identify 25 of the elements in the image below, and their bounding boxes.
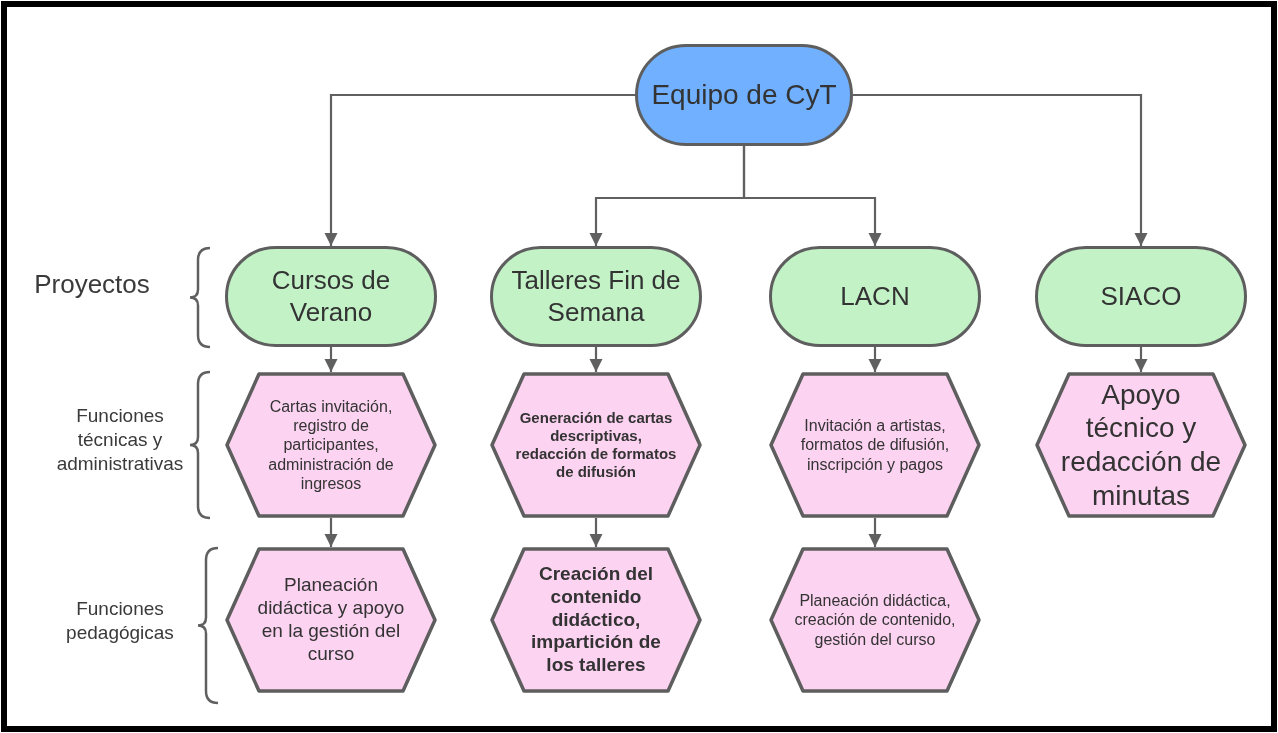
root-node: Equipo de CyT [635, 44, 853, 146]
row-label: Funciones técnicas y administrativas [55, 404, 185, 476]
function-hexagon: Planeación didáctica, creación de contenido, gestión del curso [769, 547, 981, 693]
project-node: Talleres Fin de Semana [490, 246, 702, 347]
row-label: Funciones pedagógicas [65, 597, 175, 645]
project-node: SIACO [1035, 246, 1247, 347]
function-hexagon: Creación del contenido didáctico, impartición de los talleres [490, 547, 702, 693]
arrow [324, 93, 635, 246]
function-hexagon: Planeación didáctica y apoyo en la gestión del curso [225, 547, 437, 693]
arrow [324, 347, 338, 372]
row-label: Proyectos [33, 268, 151, 301]
arrow [324, 518, 338, 547]
project-node: Cursos de Verano [225, 246, 437, 347]
function-hexagon: Cartas invitación, registro de participantes, administración de ingresos [225, 372, 437, 518]
arrow [589, 518, 603, 547]
arrow [868, 347, 882, 372]
arrow [589, 347, 603, 372]
arrow [868, 518, 882, 547]
arrow [742, 146, 882, 246]
project-node: LACN [769, 246, 981, 347]
function-hexagon: Generación de cartas descriptivas, redacción de formatos de difusión [490, 372, 702, 518]
arrow [853, 93, 1148, 246]
function-hexagon: Apoyo técnico y redacción de minutas [1035, 372, 1247, 518]
function-hexagon: Invitación a artistas, formatos de difusión, inscripción y pagos [769, 372, 981, 518]
arrow [1134, 347, 1148, 372]
